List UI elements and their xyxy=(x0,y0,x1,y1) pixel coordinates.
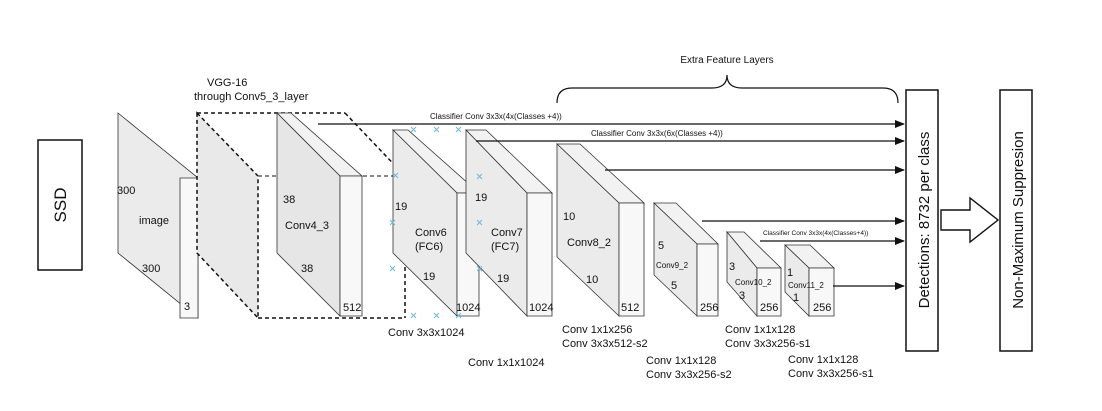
conv7-name-2: (FC7) xyxy=(491,241,519,253)
conv4-depth: 512 xyxy=(343,302,361,314)
extra-feature-layers-label: Extra Feature Layers xyxy=(680,55,773,66)
image-block: 300 image 300 3 xyxy=(117,112,199,319)
conv6-name-2: (FC6) xyxy=(415,241,443,253)
vgg-title-line1: VGG-16 xyxy=(207,77,247,89)
vgg-title-line2: through Conv5_3_layer xyxy=(194,91,309,103)
image-height: 300 xyxy=(117,185,135,197)
conv6-height: 19 xyxy=(395,201,407,213)
conv9-op-1: Conv 1x1x128 xyxy=(646,355,716,367)
conv7-height: 19 xyxy=(475,192,487,204)
conv6-op: Conv 3x3x1024 xyxy=(388,327,464,339)
conv4-height: 38 xyxy=(283,194,295,206)
conv10-name: Conv10_2 xyxy=(735,278,772,287)
conv7-block: 19 Conv7 (FC7) 19 1024 xyxy=(465,129,553,317)
extra-feature-layers-brace xyxy=(556,74,899,104)
classifier-second-label: Classifier Conv 3x3x(6x(Classes +4)) xyxy=(591,129,723,138)
detections-label: Detections: 8732 per class xyxy=(916,132,933,309)
conv7-width: 19 xyxy=(497,273,509,285)
conv8-name: Conv8_2 xyxy=(567,237,611,249)
classifier-top-label: Classifier Conv 3x3x(4x(Classes +4)) xyxy=(430,112,562,121)
conv11-height: 1 xyxy=(787,267,793,279)
conv8-op-1: Conv 1x1x256 xyxy=(562,324,632,336)
conv4-name: Conv4_3 xyxy=(285,220,329,232)
conv8-depth: 512 xyxy=(621,302,639,314)
conv11-2-block: 1 Conv11_2 1 256 xyxy=(784,244,835,317)
conv9-op-2: Conv 3x3x256-s2 xyxy=(646,369,732,381)
conv9-width: 5 xyxy=(671,280,677,292)
conv9-name: Conv9_2 xyxy=(656,261,689,270)
conv10-op-2: Conv 3x3x256-s1 xyxy=(725,338,811,350)
nms-label: Non-Maximum Suppresion xyxy=(1010,131,1027,309)
conv8-2-block: 10 Conv8_2 10 512 xyxy=(555,143,646,317)
ssd-label: SSD xyxy=(51,188,70,223)
position-markers xyxy=(389,126,483,319)
conv10-2-block: 3 Conv10_2 3 256 xyxy=(726,230,782,318)
image-name: image xyxy=(139,215,169,227)
detections-box: Detections: 8732 per class xyxy=(905,89,939,352)
conv10-op-1: Conv 1x1x128 xyxy=(725,324,795,336)
conv11-op-1: Conv 1x1x128 xyxy=(788,354,858,366)
conv8-width: 10 xyxy=(586,274,598,286)
conv8-height: 10 xyxy=(563,211,575,223)
conv10-height: 3 xyxy=(729,261,735,273)
conv6-width: 19 xyxy=(423,271,435,283)
conv7-name-1: Conv7 xyxy=(491,227,523,239)
conv11-width: 1 xyxy=(793,292,799,304)
conv11-depth: 256 xyxy=(813,302,831,314)
conv4-3-block: 38 Conv4_3 38 512 xyxy=(276,112,364,317)
conv9-2-block: 5 Conv9_2 5 256 xyxy=(653,202,719,317)
conv10-depth: 256 xyxy=(760,302,778,314)
conv7-op: Conv 1x1x1024 xyxy=(468,357,544,369)
classifier-small-label: Classifier Conv 3x3x(4x(Classes+4)) xyxy=(763,230,868,237)
classifier-arrows xyxy=(318,120,905,290)
conv4-width: 38 xyxy=(301,263,313,275)
conv6-depth: 1024 xyxy=(456,302,480,314)
conv10-width: 3 xyxy=(739,290,745,302)
conv11-op-2: Conv 3x3x256-s1 xyxy=(788,368,874,380)
hollow-arrow xyxy=(940,196,1000,244)
conv6-name-1: Conv6 xyxy=(415,227,447,239)
conv11-name: Conv11_2 xyxy=(788,281,824,290)
ssd-box: SSD xyxy=(37,139,83,271)
conv9-height: 5 xyxy=(658,240,664,252)
conv8-op-2: Conv 3x3x512-s2 xyxy=(562,338,648,350)
conv7-depth: 1024 xyxy=(529,302,553,314)
nms-box: Non-Maximum Suppresion xyxy=(999,89,1033,352)
image-width: 300 xyxy=(142,263,160,275)
image-depth: 3 xyxy=(184,301,190,313)
conv9-depth: 256 xyxy=(700,302,718,314)
